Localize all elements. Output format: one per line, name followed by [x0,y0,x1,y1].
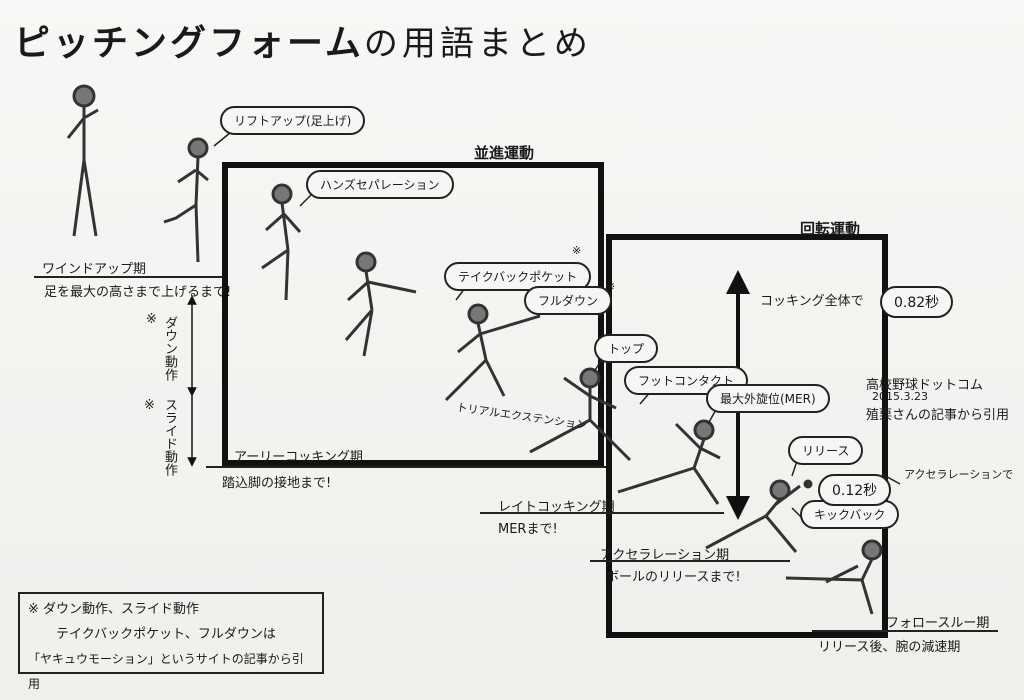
footnote-box: ※ ダウン動作、スライド動作 テイクバックポケット、フルダウンは 「ヤキュウモー… [18,592,324,691]
early-cocking-phase-desc: 踏込脚の接地まで! [222,476,332,491]
source-date: 2015.3.23 [872,390,928,403]
source-label: 高校野球ドットコム [866,378,984,393]
take-back-bubble: テイクバックポケット [444,262,592,291]
follow-through-phase-desc: リリース後、腕の減速期 [818,640,961,655]
windup-phase-desc: 足を最大の高さまで上げるまで! [44,285,232,300]
footnote-line-1: ※ ダウン動作、スライド動作 [28,602,200,617]
early-cocking-phase-name: アーリーコッキング期 [234,450,363,465]
cocking-time-bubble: 0.82秒 [880,286,954,318]
pitcher-separation-figure [261,183,302,301]
top-bubble: トップ [594,334,659,363]
down-motion-label: ダウン動作 [162,316,177,381]
page-title: ピッチングフォームの用語まとめ [14,14,592,66]
slide-motion-asterisk: ※ [144,398,155,413]
mer-bubble: 最大外旋位(MER) [706,384,830,413]
late-cocking-phase-name: レイトコッキング期 [498,500,615,515]
foot-contact-bubble: フットコンタクト [624,366,749,395]
late-cocking-phase-desc: MERまで! [498,522,558,537]
translation-label: 並進運動 [474,144,535,162]
down-motion-asterisk: ※ [146,312,157,327]
pitcher-release-figure [705,479,813,553]
pitcher-takeback-figure [444,303,541,402]
source-cite: 殖栗さんの記事から引用 [866,408,1010,423]
title-sub: の用語まとめ [363,24,592,64]
early-cocking-underline [206,466,606,468]
rotation-box [606,234,888,638]
full-down-bubble: フルダウン [524,286,613,315]
pitcher-stride-figure [344,251,417,357]
follow-through-underline [812,630,998,632]
follow-through-phase-name: フォロースルー期 [886,616,990,631]
pitcher-latecocking-figure [617,419,721,505]
acceleration-time-bubble: 0.12秒 [818,474,892,506]
fulldown-asterisk: ※ [606,280,616,293]
windup-underline [34,276,222,278]
takeback-asterisk: ※ [572,244,582,257]
pitcher-followthrough-figure [785,539,883,615]
windup-phase-name: ワインドアップ期 [42,262,147,277]
lift-up-bubble: リフトアップ(足上げ) [220,106,366,135]
footnote-line-2: テイクバックポケット、フルダウンは [56,627,276,642]
release-bubble: リリース [788,436,864,465]
footnote-line-3: 「ヤキュウモーション」というサイトの記事から引用 [28,652,304,691]
pitcher-top-figure [529,367,632,462]
cocking-total-label: コッキング全体で [760,294,864,309]
acceleration-underline [590,560,790,562]
pitcher-liftup-figure [163,137,209,263]
pitcher-windup-figure [66,84,99,237]
rotation-label: 回転運動 [800,220,861,238]
late-cocking-underline [480,512,724,514]
acceleration-phase-desc: ボールのリリースまで! [606,570,741,585]
slide-motion-label: スライド動作 [162,398,177,476]
title-main: ピッチングフォーム [14,23,364,64]
hand-separation-bubble: ハンズセパレーション [306,170,454,199]
acceleration-time-label: アクセラレーションで [904,468,1014,481]
acceleration-phase-name: アクセラレーション期 [600,548,730,563]
